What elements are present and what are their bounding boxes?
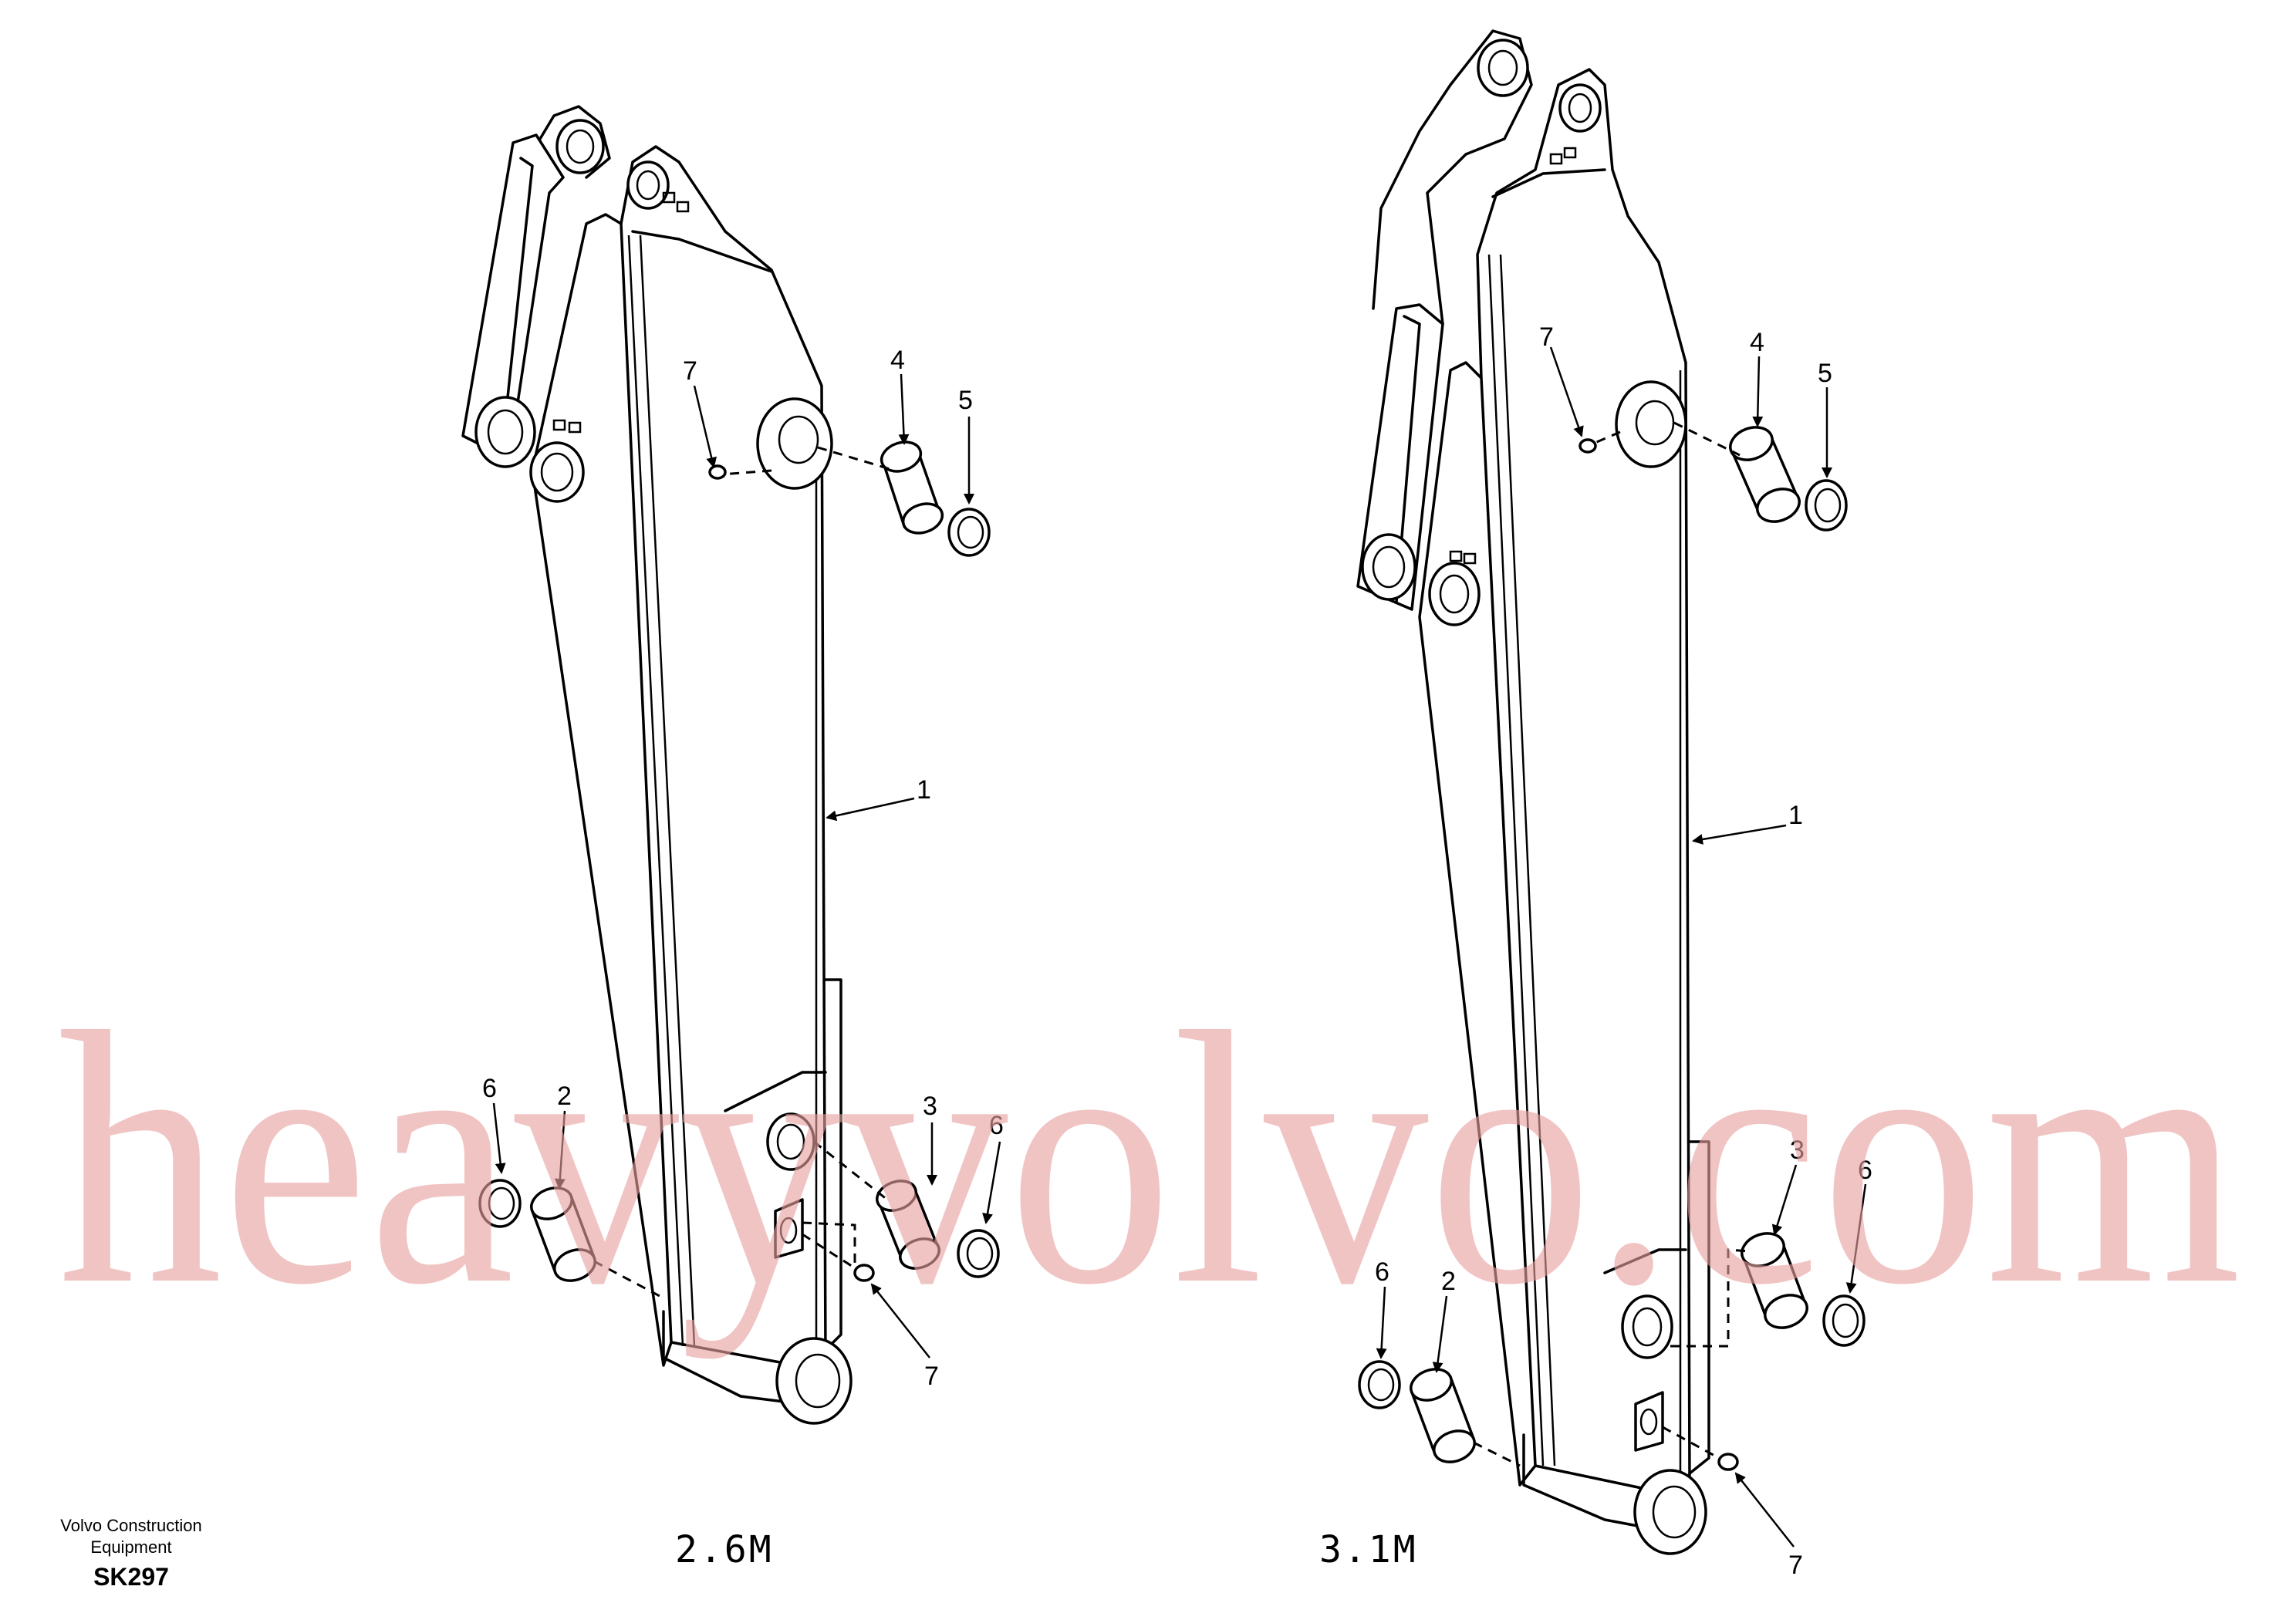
seal-6-right bbox=[1822, 1294, 1866, 1347]
grease-nipple-7-bottom bbox=[853, 1264, 875, 1282]
callout-6: 6 bbox=[1858, 1156, 1872, 1185]
bushing-4 bbox=[1729, 426, 1801, 523]
grease-nipple-7-bottom bbox=[1717, 1453, 1739, 1471]
bushing-2 bbox=[530, 1186, 596, 1282]
arm-2-6m bbox=[461, 105, 853, 1425]
callout-7: 7 bbox=[1788, 1551, 1803, 1580]
grease-nipple-7-top bbox=[1578, 438, 1597, 454]
callout-5: 5 bbox=[958, 386, 973, 415]
callout-3: 3 bbox=[923, 1092, 937, 1121]
drawing-code: SK297 bbox=[93, 1563, 169, 1591]
leaders-3-1m bbox=[1376, 346, 1867, 1547]
callout-4: 4 bbox=[890, 346, 905, 375]
footer-block: Volvo Construction Equipment SK297 bbox=[60, 1516, 201, 1591]
callout-6: 6 bbox=[1375, 1257, 1389, 1287]
bushing-4 bbox=[880, 440, 944, 535]
callout-6: 6 bbox=[989, 1111, 1004, 1140]
parts-2-6m bbox=[478, 440, 1000, 1298]
arm-3-1m bbox=[1356, 29, 1710, 1555]
callout-7: 7 bbox=[683, 356, 697, 386]
grease-nipple-7-top bbox=[708, 464, 727, 480]
company-line-1: Volvo Construction bbox=[60, 1516, 201, 1535]
callout-1: 1 bbox=[917, 775, 931, 805]
pivot-boss bbox=[756, 397, 833, 490]
seal-6-left bbox=[478, 1179, 522, 1228]
callouts-3-1m: 7 4 5 1 6 2 3 6 7 bbox=[1375, 322, 1872, 1580]
callout-3: 3 bbox=[1790, 1136, 1805, 1165]
leaders-2-6m bbox=[492, 373, 1001, 1358]
bushing-2 bbox=[1410, 1368, 1476, 1463]
callout-4: 4 bbox=[1750, 328, 1764, 357]
company-line-2: Equipment bbox=[90, 1537, 171, 1557]
bushing-3 bbox=[876, 1180, 940, 1270]
bushing-3 bbox=[1741, 1232, 1808, 1329]
pivot-boss bbox=[1615, 380, 1687, 468]
watermark: heavyvolvo.com bbox=[58, 957, 2241, 1360]
seal-6-left bbox=[1358, 1360, 1401, 1409]
bucket-pin-boss bbox=[1633, 1469, 1707, 1555]
callout-2: 2 bbox=[1441, 1267, 1456, 1296]
view-caption: 2.6M bbox=[675, 1528, 774, 1571]
callout-1: 1 bbox=[1788, 801, 1803, 830]
bucket-pin-boss bbox=[775, 1337, 853, 1425]
callout-2: 2 bbox=[557, 1082, 572, 1111]
seal-6-right bbox=[957, 1229, 1000, 1278]
seal-5 bbox=[947, 508, 991, 557]
callout-6: 6 bbox=[482, 1074, 497, 1103]
callout-7: 7 bbox=[924, 1362, 939, 1391]
callouts-2-6m: 7 4 5 1 6 2 3 6 7 bbox=[482, 346, 1004, 1391]
seal-5 bbox=[1805, 479, 1848, 532]
boss-hole bbox=[474, 396, 536, 468]
view-caption: 3.1M bbox=[1319, 1528, 1418, 1571]
callout-5: 5 bbox=[1818, 359, 1832, 388]
parts-3-1m bbox=[1358, 421, 1866, 1471]
callout-7: 7 bbox=[1539, 322, 1554, 352]
